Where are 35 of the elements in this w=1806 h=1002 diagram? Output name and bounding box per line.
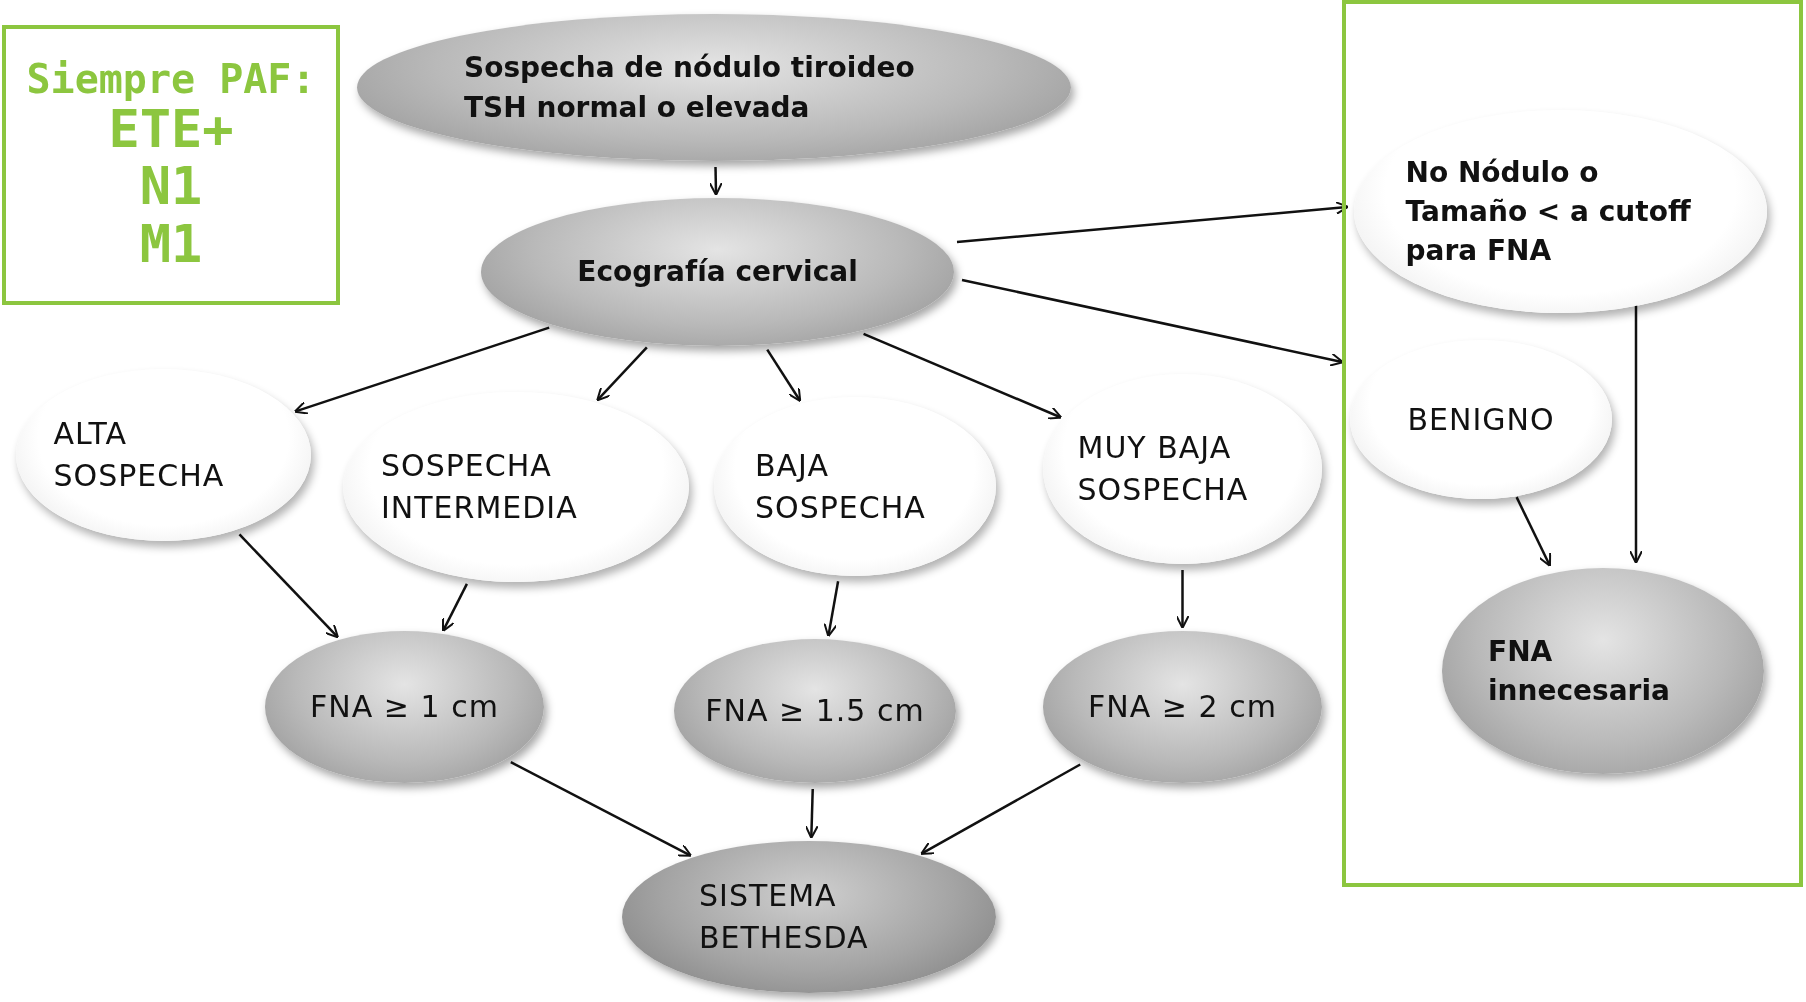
group-frame bbox=[1342, 0, 1803, 887]
note-text: Siempre PAF: bbox=[26, 57, 316, 102]
arrow bbox=[863, 332, 1063, 420]
arrow bbox=[804, 788, 819, 839]
node-label: SOSPECHA INTERMEDIA bbox=[381, 447, 579, 527]
arrow bbox=[1515, 496, 1552, 567]
node-label: Sospecha de nódulo tiroideo TSH normal o elevada bbox=[464, 50, 916, 126]
note-box bbox=[2, 25, 340, 305]
node-label: FNA ≥ 2 cm bbox=[1088, 688, 1277, 726]
node-label: BENIGNO bbox=[1407, 400, 1555, 439]
arrow bbox=[442, 583, 468, 633]
node-label: SISTEMA BETHESDA bbox=[699, 877, 870, 957]
node-label: Ecografía cervical bbox=[577, 254, 858, 291]
arrow bbox=[293, 326, 550, 415]
node-label: FNA innecesaria bbox=[1488, 633, 1671, 709]
arrow bbox=[238, 533, 339, 639]
arrow bbox=[961, 278, 1344, 367]
arrow bbox=[920, 763, 1081, 855]
node-label: MUY BAJA SOSPECHA bbox=[1077, 429, 1250, 509]
node-label: BAJA SOSPECHA bbox=[755, 446, 927, 527]
arrow bbox=[708, 166, 723, 196]
node-label: ALTA SOSPECHA bbox=[53, 415, 226, 495]
arrow bbox=[956, 201, 1349, 244]
arrow bbox=[1175, 570, 1190, 629]
arrow bbox=[823, 581, 840, 638]
node-label: FNA ≥ 1.5 cm bbox=[705, 692, 925, 730]
arrow bbox=[1629, 305, 1643, 564]
note-text: N1 bbox=[139, 158, 203, 216]
node-label: No Nódulo o Tamaño < a cutoff para FNA bbox=[1405, 154, 1692, 270]
node-label: FNA ≥ 1 cm bbox=[310, 688, 499, 726]
arrow bbox=[766, 348, 802, 403]
arrow bbox=[510, 761, 693, 857]
arrow bbox=[596, 346, 648, 402]
note-text: ETE+ bbox=[108, 101, 234, 159]
note-text: M1 bbox=[139, 215, 203, 273]
